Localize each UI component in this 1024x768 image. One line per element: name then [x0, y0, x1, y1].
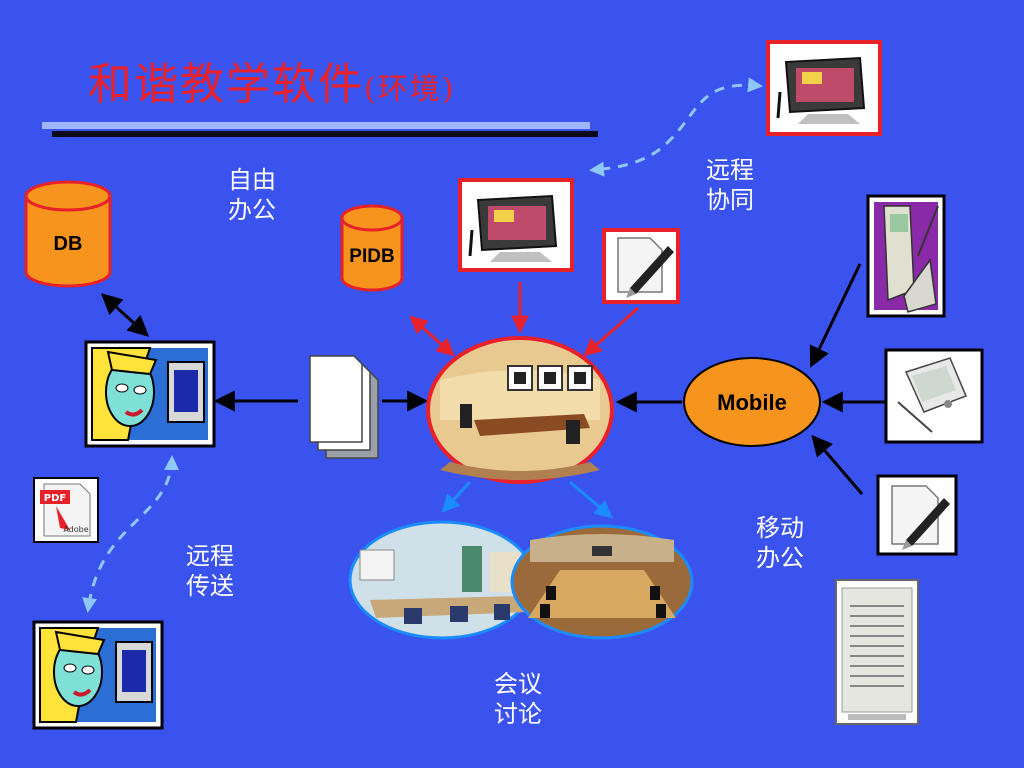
title-underline-black	[52, 131, 598, 137]
boardroom-meeting-node	[510, 524, 694, 640]
stacked-documents-icon	[309, 355, 379, 459]
page-title: 和谐教学软件(环境)	[88, 48, 455, 112]
arrow-document-center	[583, 306, 639, 357]
label-free-office: 自由 办公	[228, 166, 276, 224]
dashed-link-remote-transfer	[82, 455, 180, 613]
db-label: DB	[54, 233, 83, 255]
document-pen-icon-center	[602, 228, 680, 304]
title-main-text: 和谐教学软件	[88, 59, 364, 110]
classroom-meeting-node	[348, 520, 536, 640]
label-remote-collab: 远程 协同	[706, 156, 754, 214]
title-underline-blue	[42, 122, 590, 129]
tablet-display-icon-remote	[766, 40, 882, 136]
dashed-link-remote-collab	[589, 77, 763, 177]
adobe-label: Adobe	[63, 525, 88, 534]
mobile-phone-icon	[866, 194, 946, 318]
arrow-center-boardroom	[569, 480, 613, 519]
user-at-computer-icon-top	[84, 340, 216, 448]
office-center-node	[426, 336, 614, 484]
arrow-docpen-mobile	[811, 434, 864, 495]
mobile-node: Mobile	[683, 357, 821, 447]
arrow-phone-mobile	[809, 263, 862, 368]
db-cylinder: DB	[24, 180, 112, 288]
label-mobile-office: 移动 办公	[756, 514, 804, 572]
arrow-pidb-center	[409, 315, 455, 357]
mobile-label: Mobile	[717, 390, 787, 415]
pdf-document-icon: PDF Adobe	[33, 477, 99, 543]
pidb-cylinder: PIDB	[340, 204, 404, 292]
pidb-label: PIDB	[349, 246, 394, 267]
user-at-computer-icon-bottom	[32, 620, 164, 730]
label-remote-transfer: 远程 传送	[186, 542, 234, 600]
e-reader-device-icon	[835, 579, 919, 725]
label-meeting-discussion: 会议 讨论	[494, 670, 542, 728]
arrow-db-user	[100, 293, 150, 337]
tablet-display-icon-center	[458, 178, 574, 272]
pda-device-icon	[884, 348, 984, 444]
title-sub-text: (环境)	[364, 72, 456, 107]
pdf-label: PDF	[44, 493, 66, 504]
document-pen-icon-mobile	[876, 474, 958, 556]
arrow-center-classroom	[441, 480, 472, 513]
